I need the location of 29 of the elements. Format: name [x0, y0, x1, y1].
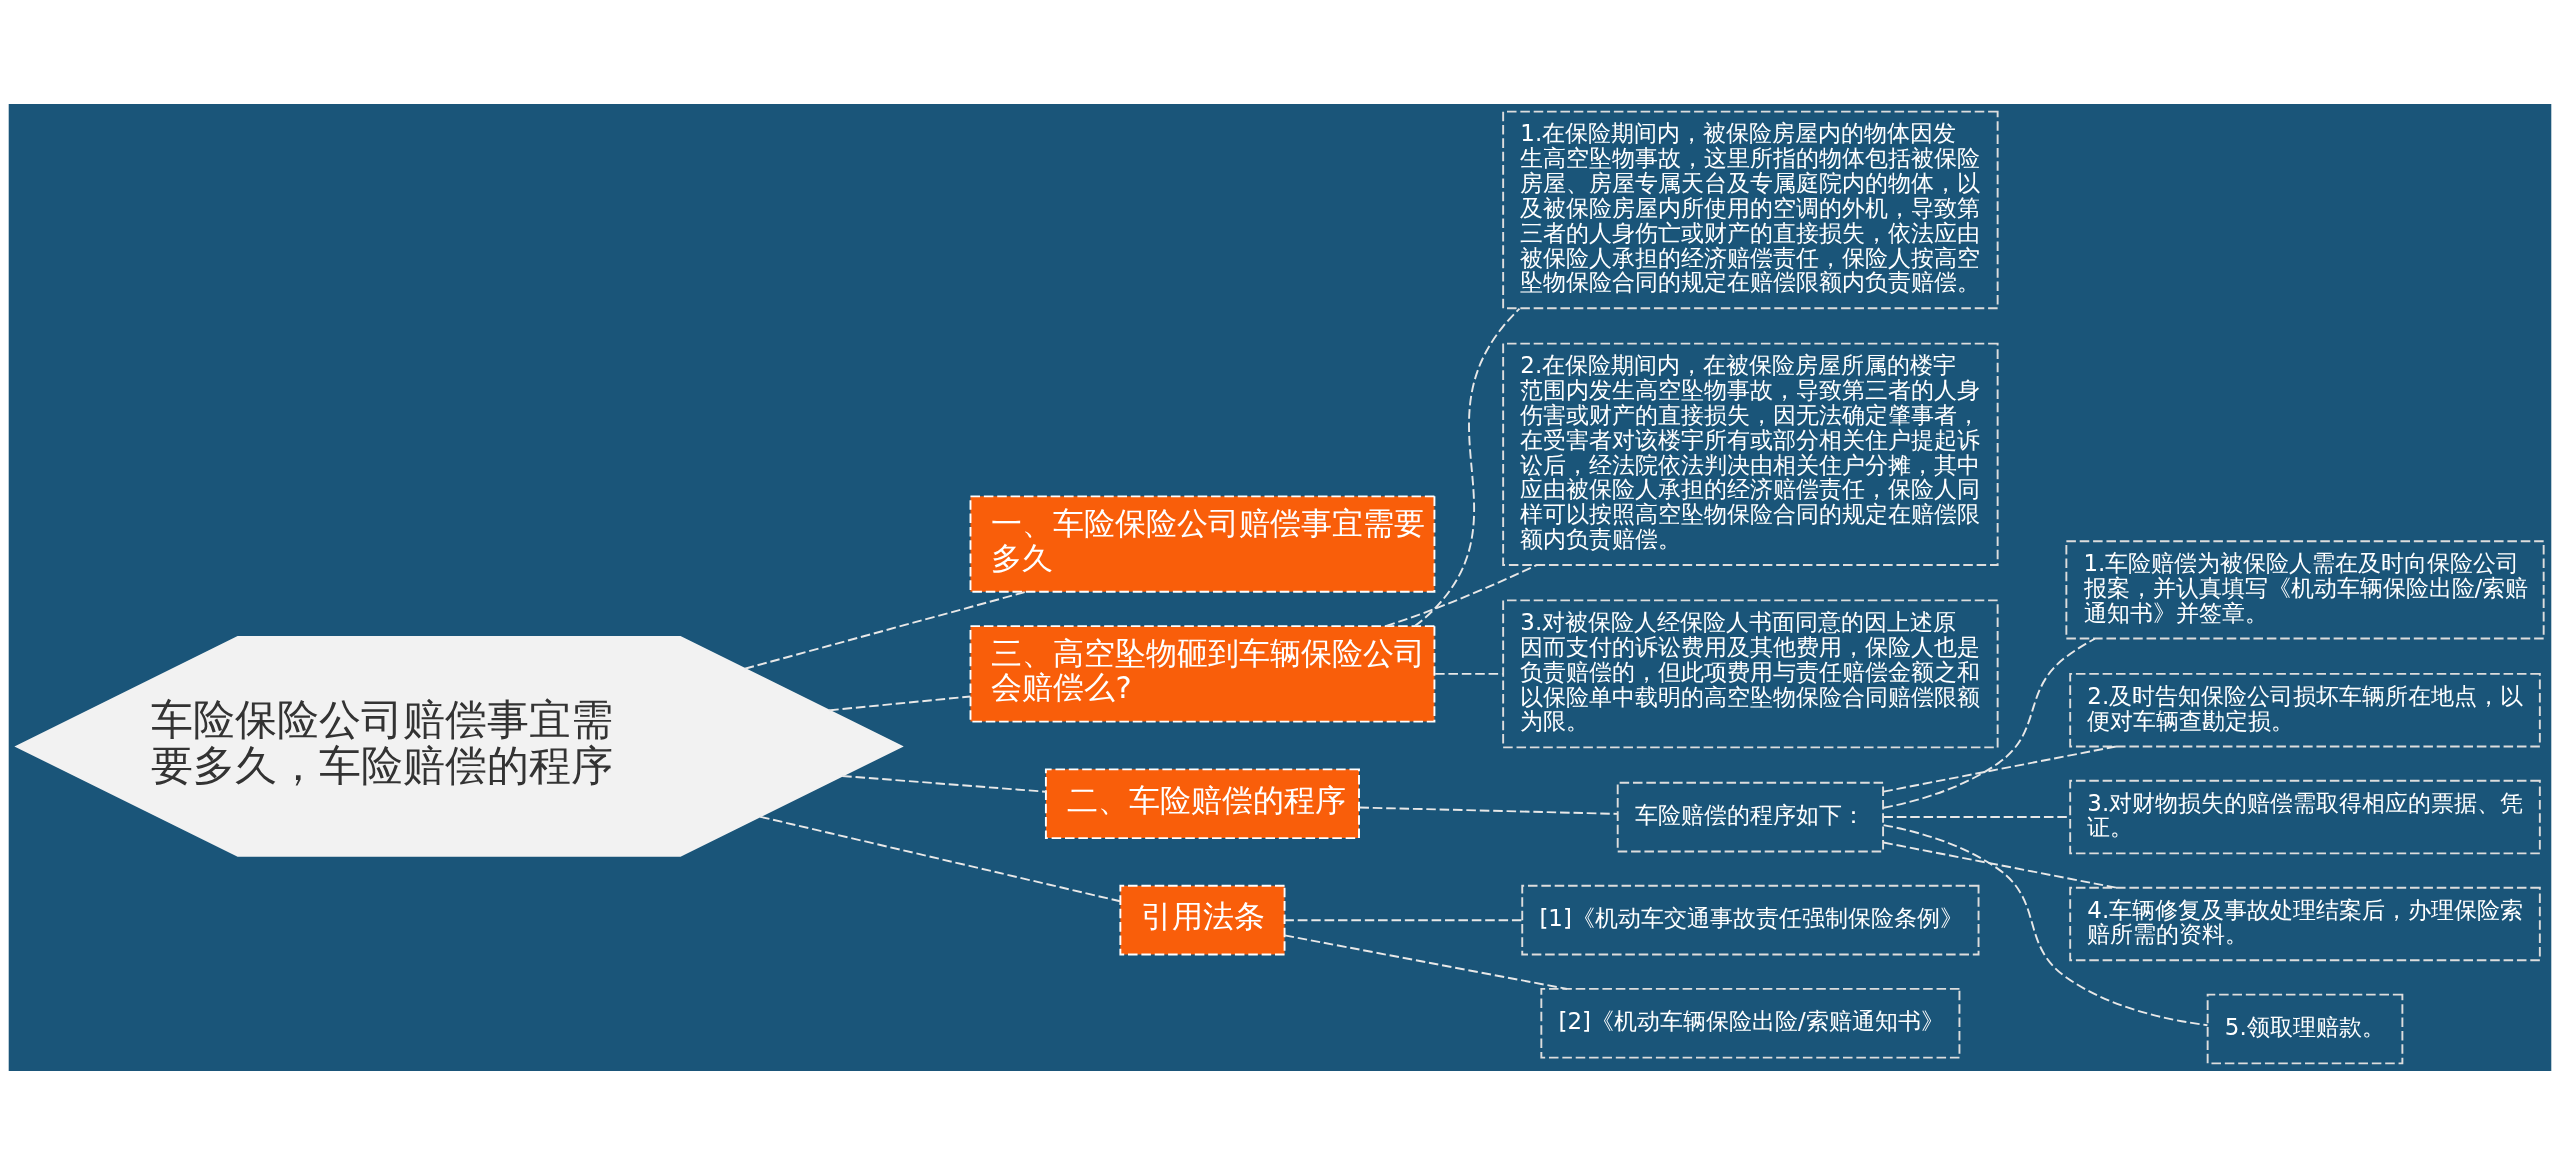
connector [1434, 672, 1504, 675]
node-box: 引用法条 [1119, 884, 1286, 956]
node-box: 1.车险赔偿为被保险人需在及时向保险公司报案，并认真填写《机动车辆保险出险/索赔通知书》并签章。 [2065, 540, 2545, 640]
connector [1283, 934, 1568, 990]
connector [841, 775, 1047, 793]
node-box: [1]《机动车交通事故责任强制保险条例》 [1521, 884, 1980, 956]
node-box: 二、车险赔偿的程序 [1044, 768, 1360, 840]
node-box: 车险赔偿的程序如下： [1616, 781, 1885, 853]
connector [1384, 564, 1538, 628]
node-box: 三、高空坠物砸到车辆保险公司会赔偿么? [969, 625, 1436, 723]
connector [759, 815, 1122, 903]
node-box: 2.及时告知保险公司损坏车辆所在地点，以便对车辆查勘定损。 [2069, 672, 2541, 748]
connector [1882, 745, 2118, 793]
connector [1413, 307, 1521, 628]
connector [1882, 824, 2209, 1027]
node-box: 一、车险保险公司赔偿事宜需要多久 [969, 495, 1436, 593]
connector [1882, 841, 2118, 889]
node-box: [2]《机动车辆保险出险/索赔通知书》 [1540, 987, 1961, 1059]
connector [1358, 806, 1618, 815]
node-box: 2.在保险期间内，在被保险房屋所属的楼宇范围内发生高空坠物事故，导致第三者的人身伤害或财产的直接损失，因无法确定肇事者，在受害者对该楼宇所有或部分相关住户提起诉讼后，经法院依法判决由相关住户分摊，其中应由被保险人承担的经济赔偿责任，保险人同样可以按照高空坠物保险合同的规定在赔偿限额内负责赔偿。 [1502, 342, 1999, 567]
node-box: 3.对被保险人经保险人书面同意的因上述原因而支付的诉讼费用及其他费用，保险人也是负责赔偿的，但此项费用与责任赔偿金额之和以保险单中载明的高空坠物保险合同赔偿限额为限。 [1502, 599, 1999, 749]
connector [743, 590, 1027, 670]
node-box: 5.领取理赔款。 [2206, 993, 2404, 1065]
connector [1882, 637, 2096, 809]
connector [828, 695, 972, 712]
node-box: 4.车辆修复及事故处理结案后，办理保险索赔所需的资料。 [2069, 886, 2541, 962]
node-box: 1.在保险期间内，被保险房屋内的物体因发生高空坠物事故，这里所指的物体包括被保险房屋、房屋专属天台及专属庭院内的物体，以及被保险房屋内所使用的空调的外机，导致第三者的人身伤亡或财产的直接损失，依法应由被保险人承担的经济赔偿责任，保险人按高空坠物保险合同的规定在赔偿限额内负责赔偿。 [1502, 110, 1999, 310]
node-box: 3.对财物损失的赔偿需取得相应的票据、凭证。 [2069, 779, 2541, 855]
connector [1283, 919, 1523, 922]
